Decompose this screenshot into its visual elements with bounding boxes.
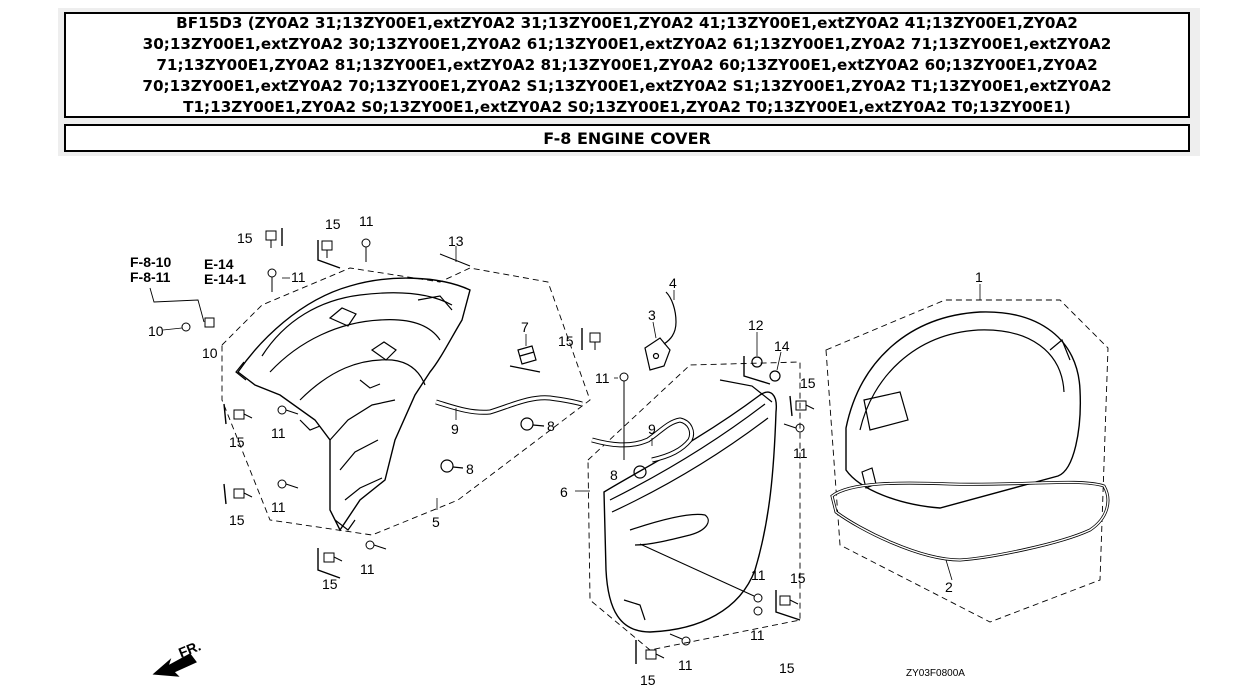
callout-8c[interactable]: 8 — [610, 467, 618, 483]
ref-e-14[interactable]: E-14 — [204, 256, 234, 272]
callout-15h[interactable]: 15 — [790, 570, 806, 586]
callout-10[interactable]: 10 — [148, 323, 164, 339]
callout-15d[interactable]: 15 — [229, 512, 245, 528]
side-cover-group — [587, 291, 801, 651]
callout-8[interactable]: 8 — [547, 418, 555, 434]
callout-15[interactable]: 15 — [237, 230, 253, 246]
callout-11g[interactable]: 11 — [793, 445, 808, 461]
section-title: F-8 ENGINE COVER — [543, 128, 711, 148]
callout-12[interactable]: 12 — [748, 317, 764, 333]
callout-15e[interactable]: 15 — [322, 576, 338, 592]
front-marker: FR. — [176, 637, 203, 660]
drawing-code: ZY03F0800A — [906, 668, 965, 679]
under-cover-group — [221, 267, 591, 536]
callout-8b[interactable]: 8 — [466, 461, 474, 477]
callout-11f[interactable]: 11 — [595, 370, 610, 386]
callout-11j[interactable]: 11 — [678, 657, 693, 673]
callout-7[interactable]: 7 — [521, 319, 529, 335]
callout-15f[interactable]: 15 — [558, 333, 574, 349]
callout-15g[interactable]: 15 — [800, 375, 816, 391]
model-title-box: BF15D3 (ZY0A2 31;13ZY00E1,extZY0A2 31;13… — [64, 12, 1190, 118]
callout-11c[interactable]: 11 — [271, 425, 286, 441]
callout-4[interactable]: 4 — [669, 275, 677, 291]
callout-1[interactable]: 1 — [975, 269, 983, 285]
callout-10b[interactable]: 10 — [202, 345, 218, 361]
ref-e-14-1[interactable]: E-14-1 — [204, 271, 246, 287]
callout-9b[interactable]: 9 — [648, 421, 656, 437]
callout-15j[interactable]: 15 — [640, 672, 656, 688]
callout-15c[interactable]: 15 — [229, 434, 245, 450]
top-cover-group — [825, 299, 1110, 623]
callout-2[interactable]: 2 — [945, 579, 953, 595]
model-title: BF15D3 (ZY0A2 31;13ZY00E1,extZY0A2 31;13… — [142, 13, 1112, 116]
callout-14[interactable]: 14 — [774, 338, 790, 354]
front-arrow-icon — [152, 653, 197, 677]
section-title-box: F-8 ENGINE COVER — [64, 124, 1190, 152]
callout-11i[interactable]: 11 — [750, 627, 765, 643]
callout-9[interactable]: 9 — [451, 421, 459, 437]
fasteners — [149, 228, 815, 664]
callout-13[interactable]: 13 — [448, 233, 464, 249]
ref-f-8-11[interactable]: F-8-11 — [130, 269, 171, 285]
callout-11b[interactable]: 11 — [291, 269, 306, 285]
callout-3[interactable]: 3 — [648, 307, 656, 323]
callout-15i[interactable]: 15 — [779, 660, 795, 676]
callout-15b[interactable]: 15 — [325, 216, 341, 232]
callout-11[interactable]: 11 — [359, 213, 374, 229]
callout-6[interactable]: 6 — [560, 484, 568, 500]
callout-11d[interactable]: 11 — [271, 499, 286, 515]
callout-11h[interactable]: 11 — [751, 567, 766, 583]
callout-11e[interactable]: 11 — [360, 561, 375, 577]
callout-5[interactable]: 5 — [432, 514, 440, 530]
ref-f-8-10[interactable]: F-8-10 — [130, 254, 171, 270]
header-panel: BF15D3 (ZY0A2 31;13ZY00E1,extZY0A2 31;13… — [58, 8, 1200, 156]
